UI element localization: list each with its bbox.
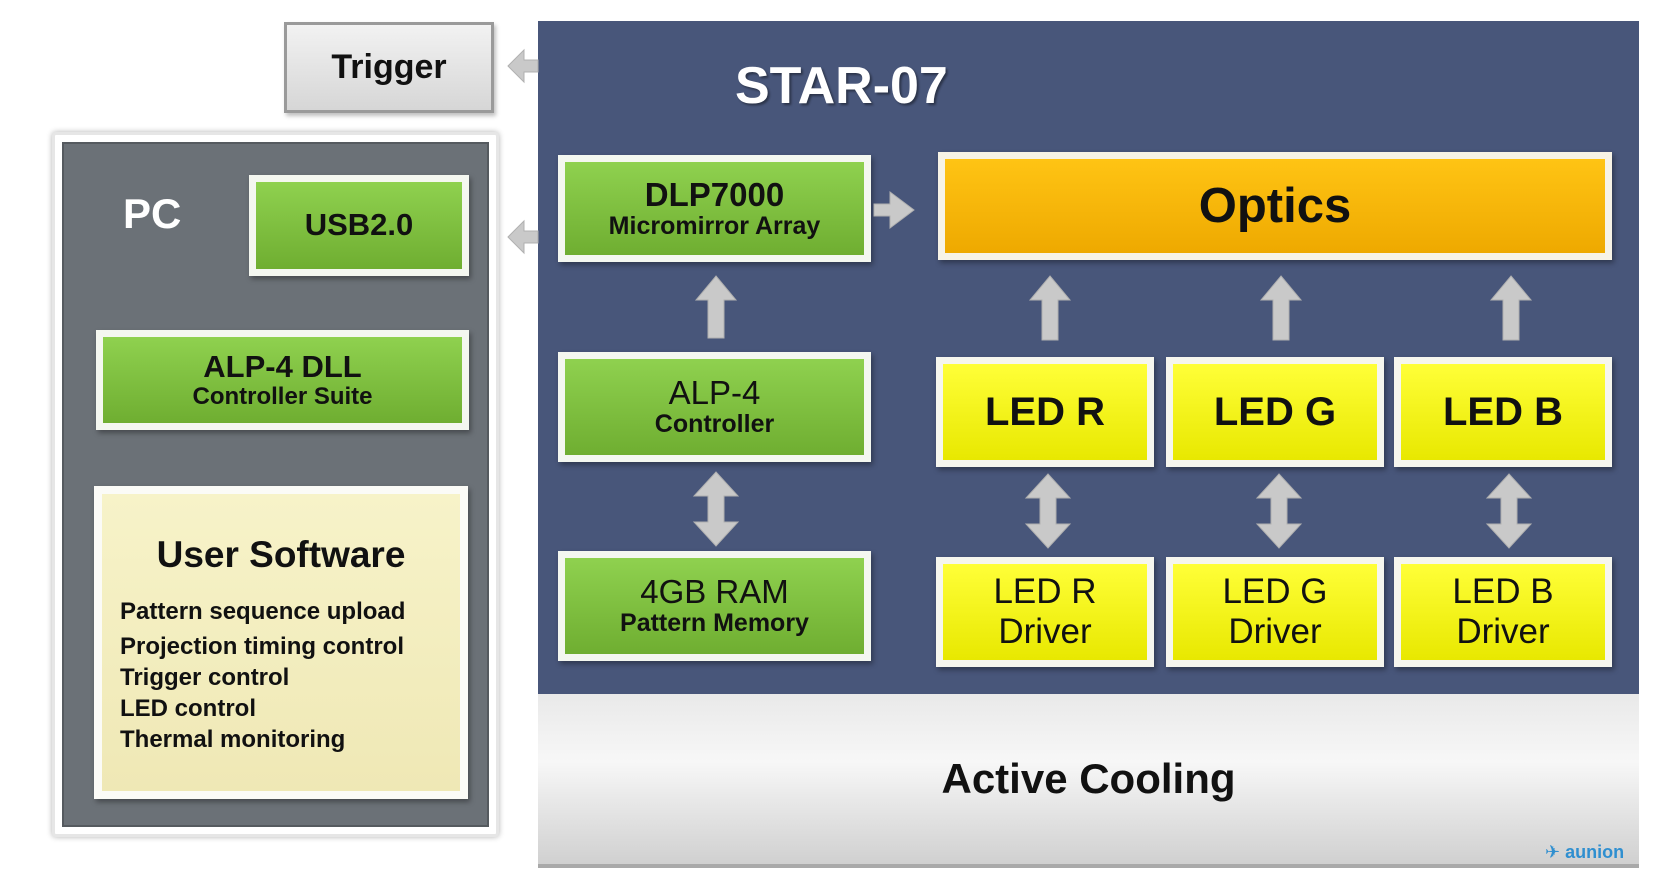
software-item: Pattern sequence upload bbox=[120, 598, 406, 625]
led-b-driver-line2: Driver bbox=[1456, 612, 1550, 651]
led-g-box: LED G bbox=[1166, 357, 1384, 467]
user-software-title: User Software bbox=[156, 534, 406, 575]
aunion-logo: ✈ aunion bbox=[1545, 842, 1645, 876]
led-r-driver-line1: LED R bbox=[993, 571, 1097, 611]
usb-label: USB2.0 bbox=[304, 207, 414, 243]
ram-box: 4GB RAM Pattern Memory bbox=[558, 551, 871, 661]
trigger-box: Trigger bbox=[284, 22, 494, 113]
led-g-driver-line1: LED G bbox=[1222, 571, 1328, 611]
alp4-dll-subtitle: Controller Suite bbox=[192, 382, 373, 410]
user-software-box: User Software Pattern sequence upload Pr… bbox=[94, 486, 468, 799]
led-b-box: LED B bbox=[1394, 357, 1612, 467]
ram-title: 4GB RAM bbox=[640, 573, 789, 611]
arrow-left-icon bbox=[507, 219, 539, 255]
software-item: Trigger control bbox=[120, 664, 290, 691]
software-item: LED control bbox=[120, 695, 256, 722]
arrow-up-icon bbox=[1489, 275, 1533, 341]
led-b-label: LED B bbox=[1443, 390, 1563, 434]
star-07-title: STAR-07 bbox=[735, 57, 948, 115]
dlp7000-title: DLP7000 bbox=[644, 175, 785, 213]
software-item: Thermal monitoring bbox=[120, 726, 346, 753]
logo-text: aunion bbox=[1565, 842, 1625, 862]
led-r-driver-box: LED R Driver bbox=[936, 557, 1154, 667]
optics-box: Optics bbox=[938, 152, 1612, 260]
led-g-label: LED G bbox=[1213, 390, 1337, 434]
led-r-box: LED R bbox=[936, 357, 1154, 467]
ram-subtitle: Pattern Memory bbox=[620, 609, 809, 638]
alp4-dll-box: ALP-4 DLL Controller Suite bbox=[96, 330, 469, 430]
double-arrow-icon bbox=[692, 471, 740, 547]
alp4-dll-title: ALP-4 DLL bbox=[203, 348, 362, 384]
arrow-right-icon bbox=[873, 191, 915, 229]
software-item: Projection timing control bbox=[120, 633, 405, 660]
led-r-driver-line2: Driver bbox=[998, 612, 1092, 651]
dlp7000-box: DLP7000 Micromirror Array bbox=[558, 155, 871, 262]
alp4-controller-title: ALP-4 bbox=[668, 374, 761, 412]
dlp7000-subtitle: Micromirror Array bbox=[608, 211, 821, 240]
trigger-label: Trigger bbox=[331, 48, 447, 86]
arrow-left-icon bbox=[507, 48, 539, 84]
paper-plane-icon: ✈ bbox=[1545, 842, 1561, 862]
arrow-up-icon bbox=[694, 275, 738, 339]
alp4-controller-box: ALP-4 Controller bbox=[558, 352, 871, 462]
alp4-controller-subtitle: Controller bbox=[654, 410, 775, 439]
active-cooling-label: Active Cooling bbox=[941, 755, 1236, 802]
arrow-up-icon bbox=[1028, 275, 1072, 341]
usb-box: USB2.0 bbox=[249, 175, 469, 276]
arrow-up-icon bbox=[1259, 275, 1303, 341]
led-g-driver-box: LED G Driver bbox=[1166, 557, 1384, 667]
led-b-driver-line1: LED B bbox=[1452, 571, 1554, 611]
led-r-label: LED R bbox=[985, 390, 1105, 434]
led-b-driver-box: LED B Driver bbox=[1394, 557, 1612, 667]
active-cooling-bar: Active Cooling bbox=[538, 694, 1639, 868]
led-g-driver-line2: Driver bbox=[1228, 612, 1322, 651]
double-arrow-icon bbox=[1485, 473, 1533, 549]
optics-label: Optics bbox=[1198, 179, 1352, 233]
double-arrow-icon bbox=[1255, 473, 1303, 549]
pc-label: PC bbox=[123, 190, 182, 237]
double-arrow-icon bbox=[1024, 473, 1072, 549]
